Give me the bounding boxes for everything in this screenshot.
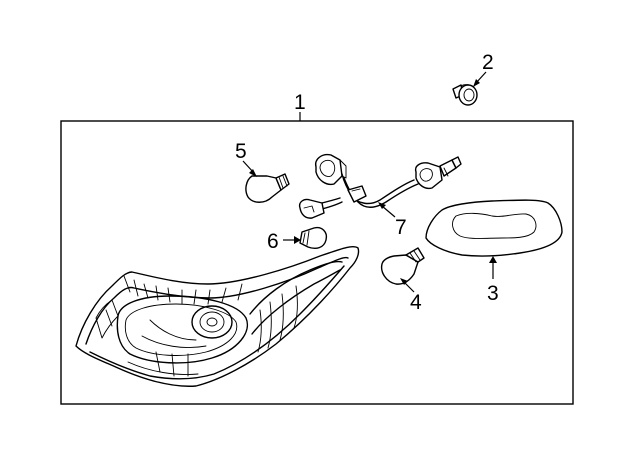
leader-arrow-4: [400, 278, 415, 293]
leader-arrow-5: [242, 160, 257, 177]
lamp-gasket: [425, 199, 563, 257]
assembly-frame: [60, 120, 574, 405]
callout-7: 7: [395, 216, 407, 239]
bulb-6: [299, 226, 328, 249]
callout-6: 6: [267, 230, 279, 253]
callout-2: 2: [482, 51, 494, 74]
callout-4: 4: [410, 291, 422, 314]
callout-5: 5: [235, 140, 247, 163]
leader-arrow-7: [378, 202, 396, 218]
bulb-5: [245, 173, 290, 203]
screw-grommet: [452, 84, 478, 106]
lamp-housing: [75, 246, 360, 387]
leader-arrow-3: [489, 256, 497, 279]
callout-1: 1: [294, 91, 306, 114]
leader-arrow-6: [283, 236, 301, 244]
callout-3: 3: [487, 282, 499, 305]
leader-arrow-2: [473, 71, 487, 87]
bulb-4: [380, 247, 425, 285]
wiring-harness: [298, 153, 462, 219]
